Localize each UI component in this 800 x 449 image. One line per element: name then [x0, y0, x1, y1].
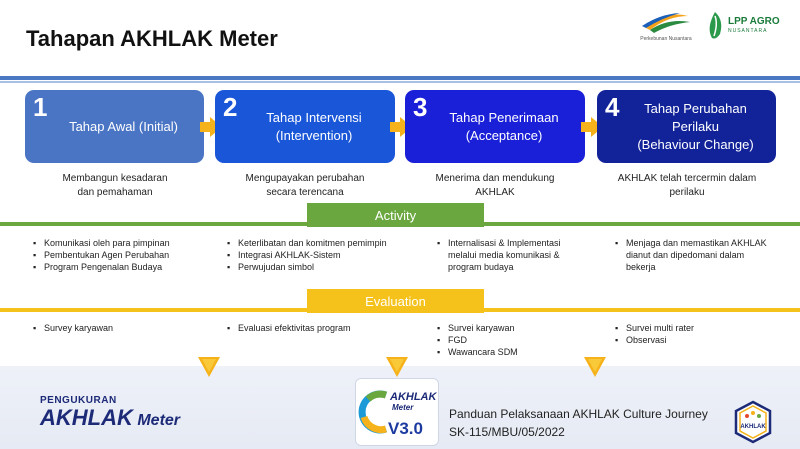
list-item: Observasi: [615, 334, 775, 346]
step-label: Tahap Perubahan Perilaku (Behaviour Chan…: [637, 100, 754, 152]
v3-meter-text: Meter: [392, 403, 414, 412]
guide-title: Panduan Pelaksanaan AKHLAK Culture Journ…: [449, 407, 708, 421]
header-logos: Perkebunan Nusantara LPP AGRO NUSANTARA: [636, 8, 786, 50]
perkebunan-nusantara-logo: Perkebunan Nusantara: [636, 8, 696, 48]
step-4-box: 4 Tahap Perubahan Perilaku (Behaviour Ch…: [597, 90, 776, 163]
pengukuran-akhlak-meter-logo: PENGUKURAN AKHLAK Meter: [40, 395, 180, 430]
triangle-marker-icon: [198, 357, 220, 377]
step-1-description: Membangun kesadaran dan pemahaman: [62, 173, 168, 198]
lpp-agro-logo: LPP AGRO NUSANTARA: [704, 10, 786, 46]
page-title: Tahapan AKHLAK Meter: [26, 26, 278, 51]
list-item: Wawancara SDM: [437, 346, 585, 358]
step-label: Tahap Intervensi (Intervention): [266, 109, 362, 143]
brand-big-text: AKHLAK: [40, 405, 133, 430]
lpp-leaf-icon: [709, 12, 722, 39]
triangle-marker-icon: [386, 357, 408, 377]
list-item: Integrasi AKHLAK-Sistem: [227, 249, 387, 261]
akhlak-hexagon-icon: [734, 400, 772, 444]
evaluation-list-4: Survei multi rater Observasi: [615, 322, 775, 346]
lpp-logo-subtext: NUSANTARA: [728, 28, 768, 34]
guide-reference: Panduan Pelaksanaan AKHLAK Culture Journ…: [449, 405, 708, 441]
step-3-description: Menerima dan mendukung AKHLAK: [435, 173, 555, 198]
activity-list-3: Internalisasi & Implementasi melalui med…: [437, 237, 585, 273]
evaluation-list-1: Survey karyawan: [33, 322, 203, 334]
list-item: Survei karyawan: [437, 322, 585, 334]
v3-akhlak-text: AKHLAK: [390, 391, 437, 403]
akhlak-badge-logo: AKHLAK: [733, 400, 773, 444]
list-item: Pembentukan Agen Perubahan: [33, 249, 203, 261]
guide-sk-number: SK-115/MBU/05/2022: [449, 425, 565, 439]
activity-list-4: Menjaga dan memastikan AKHLAK dianut dan…: [615, 237, 775, 273]
pn-swoosh-icon: [642, 13, 690, 33]
step-2-description: Mengupayakan perubahan secara terencana: [245, 173, 365, 198]
step-3-box: 3 Tahap Penerimaan (Acceptance): [405, 90, 585, 163]
badge-text: AKHLAK: [740, 424, 766, 430]
lpp-logo-text: LPP AGRO: [728, 16, 780, 27]
akhlak-meter-v3-logo: AKHLAK Meter V3.0: [355, 378, 439, 446]
list-item: Survei multi rater: [615, 322, 775, 334]
list-item: FGD: [437, 334, 585, 346]
brand-meter-text: Meter: [137, 412, 181, 429]
step-number: 1: [33, 92, 48, 122]
step-label: Tahap Penerimaan (Acceptance): [449, 109, 559, 143]
v3-version-text: V3.0: [388, 419, 423, 438]
list-item: Komunikasi oleh para pimpinan: [33, 237, 203, 249]
evaluation-label: Evaluation: [307, 289, 484, 313]
header-divider: [0, 76, 800, 80]
list-item: Internalisasi & Implementasi melalui med…: [437, 237, 585, 273]
list-item: Keterlibatan dan komitmen pemimpin: [227, 237, 387, 249]
pn-logo-text: Perkebunan Nusantara: [640, 36, 692, 42]
list-item: Survey karyawan: [33, 322, 203, 334]
activity-list-2: Keterlibatan dan komitmen pemimpin Integ…: [227, 237, 387, 273]
list-item: Perwujudan simbol: [227, 261, 387, 273]
list-item: Evaluasi efektivitas program: [227, 322, 397, 334]
list-item: Menjaga dan memastikan AKHLAK dianut dan…: [615, 237, 775, 273]
activity-list-1: Komunikasi oleh para pimpinan Pembentuka…: [33, 237, 203, 273]
header-divider-light: [0, 81, 800, 83]
list-item: Program Pengenalan Budaya: [33, 261, 203, 273]
evaluation-list-2: Evaluasi efektivitas program: [227, 322, 397, 334]
step-number: 3: [413, 92, 428, 122]
step-number: 4: [605, 92, 620, 122]
gauge-c-icon: [358, 390, 388, 434]
activity-label: Activity: [307, 203, 484, 227]
step-2-box: 2 Tahap Intervensi (Intervention): [215, 90, 395, 163]
step-number: 2: [223, 92, 238, 122]
step-1-box: 1 Tahap Awal (Initial): [25, 90, 204, 163]
step-label: Tahap Awal (Initial): [69, 118, 178, 134]
step-4-description: AKHLAK telah tercermin dalam perilaku: [617, 173, 757, 198]
evaluation-list-3: Survei karyawan FGD Wawancara SDM: [437, 322, 585, 358]
brand-small-text: PENGUKURAN: [40, 395, 117, 406]
triangle-marker-icon: [584, 357, 606, 377]
